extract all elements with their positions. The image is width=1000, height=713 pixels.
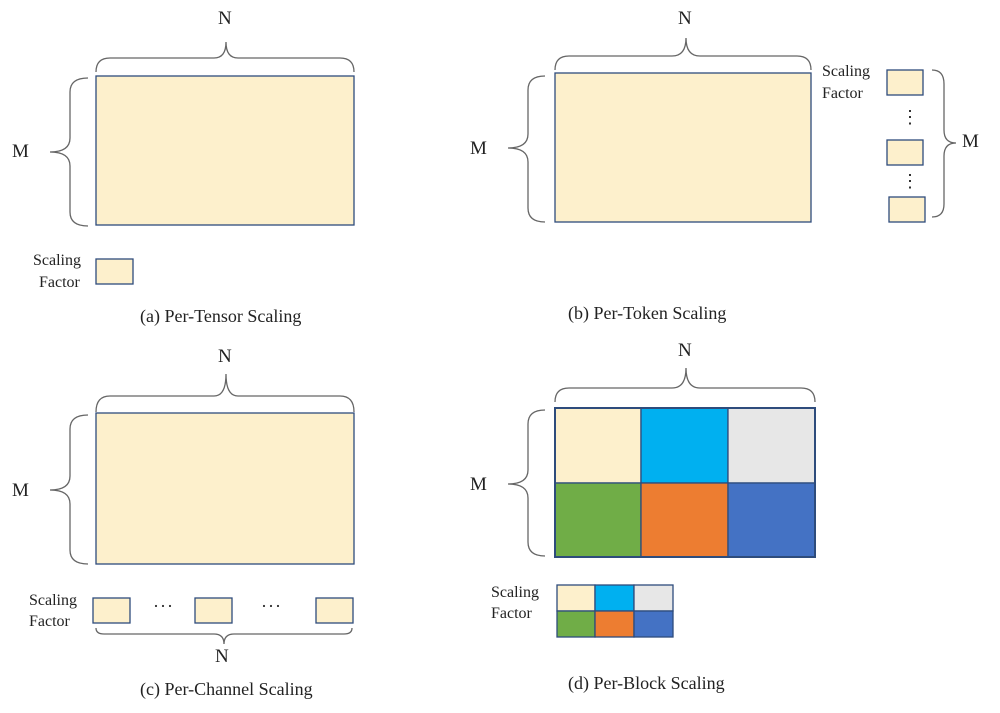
a-n-label: N <box>218 8 232 29</box>
d-sf-cell-5 <box>594 610 635 638</box>
b-m-brace <box>507 75 546 223</box>
d-m-brace <box>507 409 546 557</box>
b-scaling-box-2 <box>886 139 924 166</box>
c-tensor-matrix <box>95 412 355 565</box>
b-right-m-label: M <box>962 131 979 152</box>
d-sf-cell-3 <box>633 584 674 612</box>
b-scaling-label: Scaling <box>822 63 870 80</box>
d-n-label: N <box>678 340 692 361</box>
c-scaling-box-2 <box>194 597 233 624</box>
d-n-brace <box>554 367 816 403</box>
caption-c: (c) Per-Channel Scaling <box>140 679 313 699</box>
b-vertical-dots-2: ⋮ <box>901 171 919 191</box>
d-factor-label: Factor <box>491 605 532 622</box>
c-n-brace <box>95 373 355 413</box>
c-horizontal-dots-1: ··· <box>153 596 174 616</box>
d-sf-cell-2 <box>594 584 635 612</box>
d-block-1 <box>554 407 642 484</box>
b-vertical-dots-1: ⋮ <box>901 107 919 127</box>
d-block-4 <box>554 482 642 558</box>
b-factor-label: Factor <box>822 85 863 102</box>
d-block-2 <box>640 407 729 484</box>
b-scaling-box-1 <box>886 69 924 96</box>
b-n-brace <box>554 37 812 71</box>
c-m-brace <box>49 414 89 565</box>
d-sf-cell-6 <box>633 610 674 638</box>
d-sf-cell-1 <box>556 584 596 612</box>
d-m-label: M <box>470 474 487 495</box>
c-bottom-n-brace <box>95 627 353 645</box>
c-bottom-n-label: N <box>215 646 229 667</box>
caption-d: (d) Per-Block Scaling <box>568 673 725 693</box>
a-n-brace <box>95 41 355 73</box>
c-factor-label: Factor <box>29 613 70 630</box>
b-m-label: M <box>470 138 487 159</box>
d-block-3 <box>727 407 816 484</box>
caption-b: (b) Per-Token Scaling <box>568 303 727 323</box>
d-matrix-outline <box>554 407 816 558</box>
d-scaling-label: Scaling <box>491 584 539 601</box>
c-m-label: M <box>12 480 29 501</box>
a-scaling-factor-box <box>95 258 134 285</box>
a-factor-label: Factor <box>39 274 80 291</box>
a-m-label: M <box>12 141 29 162</box>
caption-a: (a) Per-Tensor Scaling <box>140 306 302 326</box>
d-sf-cell-4 <box>556 610 596 638</box>
c-scaling-box-3 <box>315 597 354 624</box>
b-n-label: N <box>678 8 692 29</box>
d-block-6 <box>727 482 816 558</box>
c-horizontal-dots-2: ··· <box>261 596 282 616</box>
c-n-label: N <box>218 346 232 367</box>
b-right-m-brace <box>931 69 957 218</box>
c-scaling-box-1 <box>92 597 131 624</box>
b-tensor-matrix <box>554 72 812 223</box>
d-block-5 <box>640 482 729 558</box>
a-m-brace <box>49 77 89 227</box>
b-scaling-box-3 <box>888 196 926 223</box>
c-scaling-label: Scaling <box>29 592 77 609</box>
a-scaling-label: Scaling <box>33 252 81 269</box>
a-tensor-matrix <box>95 75 355 226</box>
